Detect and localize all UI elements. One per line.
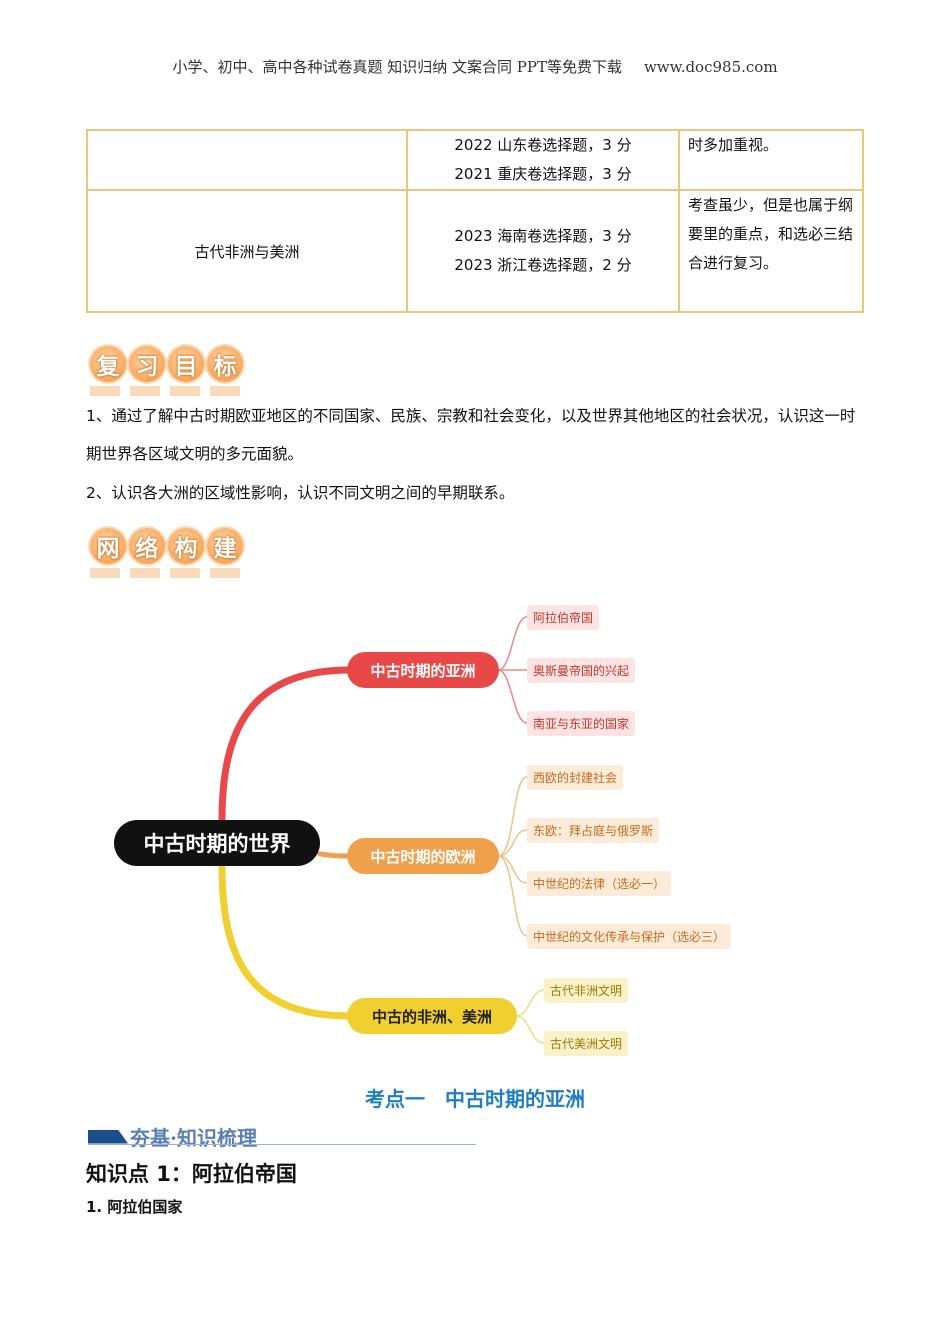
exam-item: 2023 浙江卷选择题，2 分 <box>454 256 632 274</box>
bar-underline <box>88 1144 476 1145</box>
exam-item: 2021 重庆卷选择题，3 分 <box>454 165 632 183</box>
exam-table: 2022 山东卷选择题，3 分 2021 重庆卷选择题，3 分 时多加重视。 古… <box>86 129 864 313</box>
mindmap-leaf: 中世纪的文化传承与保护（选必三） <box>527 924 732 949</box>
header-text: 小学、初中、高中各种试卷真题 知识归纳 文案合同 PPT等免费下载 <box>172 58 622 76</box>
leaf-connector <box>497 669 528 724</box>
section-number: 考点一 <box>365 1087 425 1111</box>
section-title: 考点一中古时期的亚洲 <box>0 1083 950 1112</box>
table-cell-topic: 古代非洲与美洲 <box>86 189 408 313</box>
badge-char: 络 <box>129 528 165 564</box>
bar-marker <box>88 1129 128 1144</box>
badge-underline <box>90 568 240 578</box>
header-url[interactable]: www.doc985.com <box>643 58 778 76</box>
knowledge-point-title: 知识点 1：阿拉伯帝国 <box>86 1162 297 1186</box>
mindmap-branch-europe: 中古时期的欧洲 <box>347 838 499 874</box>
mindmap-branch-africa-america: 中古的非洲、美洲 <box>347 998 517 1034</box>
network-badge: 网 络 构 建 <box>90 528 243 578</box>
badge-char: 习 <box>129 346 165 382</box>
mindmap-root: 中古时期的世界 <box>114 820 320 866</box>
knowledge-bar: 夯基·知识梳理 <box>88 1122 476 1151</box>
leaf-connector <box>497 855 528 884</box>
badge-char: 构 <box>168 528 204 564</box>
page-header: 小学、初中、高中各种试卷真题 知识归纳 文案合同 PPT等免费下载 www.doc… <box>0 56 950 77</box>
mindmap-leaf: 古代美洲文明 <box>544 1031 629 1056</box>
table-cell-topic <box>86 129 408 191</box>
table-row: 古代非洲与美洲 2023 海南卷选择题，3 分 2023 浙江卷选择题，2 分 … <box>86 189 864 313</box>
branch-connector-africa-america <box>218 862 354 1020</box>
table-cell-note: 考查虽少，但是也属于纲要里的重点，和选必三结合进行复习。 <box>678 189 864 313</box>
mindmap-branch-asia: 中古时期的亚洲 <box>347 652 499 688</box>
leaf-connector <box>515 1015 545 1044</box>
branch-connector-asia <box>218 666 354 824</box>
leaf-connector <box>497 616 528 671</box>
badge-char: 建 <box>207 528 243 564</box>
bar-label: 夯基·知识梳理 <box>130 1126 257 1150</box>
mindmap-leaf: 中世纪的法律（选必一） <box>527 871 672 896</box>
table-cell-note: 时多加重视。 <box>678 129 864 191</box>
exam-item: 2023 海南卷选择题，3 分 <box>454 227 632 245</box>
table-row: 2022 山东卷选择题，3 分 2021 重庆卷选择题，3 分 时多加重视。 <box>86 129 864 191</box>
badge-char: 复 <box>90 346 126 382</box>
badge-underline <box>90 386 240 396</box>
subheading: 1. 阿拉伯国家 <box>86 1198 183 1216</box>
leaf-connector <box>515 989 545 1017</box>
review-goal-item: 2、认识各大洲的区域性影响，认识不同文明之间的早期联系。 <box>86 484 515 502</box>
badge-char: 目 <box>168 346 204 382</box>
badge-char: 标 <box>207 346 243 382</box>
mindmap-leaf: 阿拉伯帝国 <box>527 605 600 630</box>
mindmap-leaf: 东欧：拜占庭与俄罗斯 <box>527 818 660 843</box>
mindmap-leaf: 奥斯曼帝国的兴起 <box>527 658 636 683</box>
mindmap-leaf: 西欧的封建社会 <box>527 765 624 790</box>
review-goals-badge: 复 习 目 标 <box>90 346 243 396</box>
leaf-connector <box>497 776 528 857</box>
mindmap-connectors <box>218 616 545 1044</box>
review-goal-item: 1、通过了解中古时期欧亚地区的不同国家、民族、宗教和社会变化，以及世界其他地区的… <box>86 407 856 463</box>
leaf-connector <box>497 855 528 937</box>
table-cell-exams: 2023 海南卷选择题，3 分 2023 浙江卷选择题，2 分 <box>406 189 680 313</box>
table-cell-exams: 2022 山东卷选择题，3 分 2021 重庆卷选择题，3 分 <box>406 129 680 191</box>
branch-connector-europe <box>317 851 353 859</box>
badge-char: 网 <box>90 528 126 564</box>
leaf-connector <box>497 829 528 857</box>
section-name: 中古时期的亚洲 <box>445 1087 585 1111</box>
exam-item: 2022 山东卷选择题，3 分 <box>454 136 632 154</box>
mindmap-leaf: 古代非洲文明 <box>544 978 629 1003</box>
mindmap-leaf: 南亚与东亚的国家 <box>527 711 636 736</box>
